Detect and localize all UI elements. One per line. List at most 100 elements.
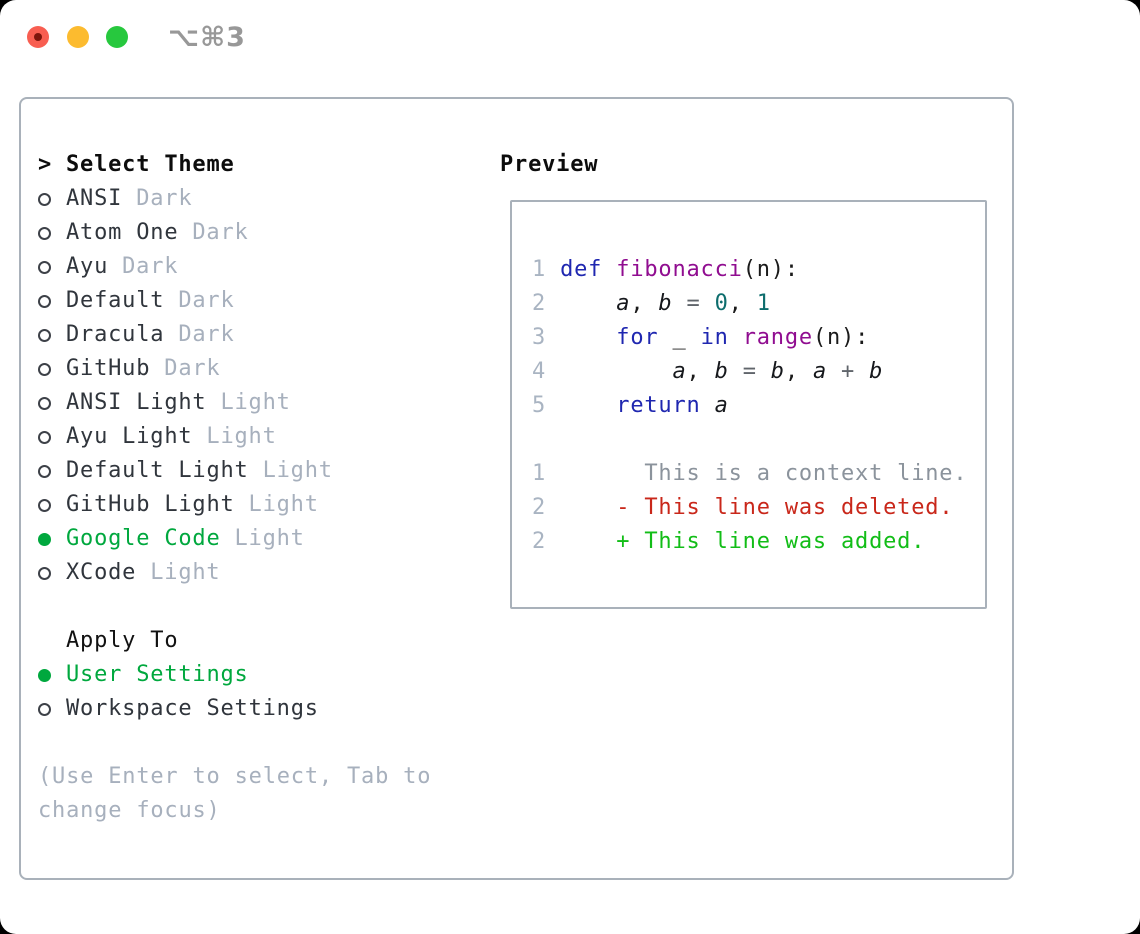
theme-option[interactable]: GitHub Light Light bbox=[38, 488, 333, 522]
radio-icon bbox=[38, 318, 52, 352]
code-line: 2 + This line was added. bbox=[532, 525, 967, 559]
apply-to-header: Apply To bbox=[38, 624, 319, 658]
code-token bbox=[701, 393, 715, 418]
code-token bbox=[560, 529, 616, 554]
code-line: 2 - This line was deleted. bbox=[532, 491, 967, 525]
code-token bbox=[729, 325, 743, 350]
window-title: ⌥⌘3 bbox=[168, 22, 246, 53]
radio-icon bbox=[38, 284, 52, 318]
theme-name: Default Light bbox=[66, 458, 249, 483]
radio-icon bbox=[38, 658, 52, 692]
theme-variant-tag: Dark bbox=[178, 322, 235, 347]
code-line: 4 a, b = b, a + b bbox=[532, 355, 967, 389]
code-token bbox=[560, 359, 672, 384]
select-theme-header: >Select Theme bbox=[38, 148, 333, 182]
theme-option[interactable]: Atom One Dark bbox=[38, 216, 333, 250]
code-line: 1 This is a context line. bbox=[532, 457, 967, 491]
radio-icon bbox=[38, 216, 52, 250]
code-line: 1 def fibonacci(n): bbox=[532, 253, 967, 287]
theme-option[interactable]: GitHub Dark bbox=[38, 352, 333, 386]
theme-variant-tag: Dark bbox=[136, 186, 193, 211]
code-token: , bbox=[686, 359, 715, 384]
code-line: 5 return a bbox=[532, 389, 967, 423]
code-token: b bbox=[714, 359, 729, 384]
code-token bbox=[560, 291, 616, 316]
code-line: 3 for _ in range(n): bbox=[532, 321, 967, 355]
code-token bbox=[560, 495, 616, 520]
code-token: 0 bbox=[714, 291, 729, 316]
code-token: = bbox=[728, 359, 771, 384]
code-token bbox=[602, 257, 616, 282]
code-token: _ bbox=[658, 325, 701, 350]
code-token: b bbox=[658, 291, 673, 316]
line-number: 1 bbox=[532, 257, 547, 282]
line-number: 2 bbox=[532, 291, 547, 316]
theme-variant-tag: Dark bbox=[192, 220, 249, 245]
code-token: b bbox=[869, 359, 884, 384]
theme-name: ANSI bbox=[66, 186, 123, 211]
code-token: in bbox=[700, 325, 729, 350]
code-token: + bbox=[826, 359, 870, 384]
option-label: User Settings bbox=[66, 662, 249, 687]
theme-variant-tag: Light bbox=[206, 424, 277, 449]
code-token: , bbox=[784, 359, 813, 384]
radio-icon bbox=[38, 692, 52, 726]
theme-name: GitHub bbox=[66, 356, 151, 381]
radio-icon bbox=[38, 454, 52, 488]
preview-header: Preview bbox=[500, 152, 599, 177]
hint-text: (Use Enter to select, Tab to change focu… bbox=[38, 764, 432, 823]
theme-name: GitHub Light bbox=[66, 492, 235, 517]
theme-variant-tag: Dark bbox=[164, 356, 221, 381]
radio-icon bbox=[38, 522, 52, 556]
theme-option[interactable]: Google Code Light bbox=[38, 522, 333, 556]
line-number: 4 bbox=[532, 359, 547, 384]
line-number: 1 bbox=[532, 461, 547, 486]
code-token: - This line was deleted. bbox=[616, 495, 954, 520]
apply-option[interactable]: User Settings bbox=[38, 658, 319, 692]
focus-caret-icon: > bbox=[38, 152, 53, 177]
code-token: a bbox=[672, 359, 687, 384]
radio-icon bbox=[38, 386, 52, 420]
radio-icon bbox=[38, 250, 52, 284]
theme-variant-tag: Dark bbox=[122, 254, 179, 279]
code-line: 2 a, b = 0, 1 bbox=[532, 287, 967, 321]
code-token: , bbox=[630, 291, 659, 316]
theme-variant-tag: Light bbox=[234, 526, 305, 551]
theme-option[interactable]: Ayu Dark bbox=[38, 250, 333, 284]
theme-variant-tag: Light bbox=[248, 492, 319, 517]
theme-name: Ayu bbox=[66, 254, 109, 279]
code-token: 1 bbox=[756, 291, 771, 316]
radio-icon bbox=[38, 556, 52, 590]
code-token: a bbox=[616, 291, 631, 316]
theme-variant-tag: Light bbox=[150, 560, 221, 585]
code-token bbox=[560, 325, 616, 350]
theme-option[interactable]: ANSI Dark bbox=[38, 182, 333, 216]
close-button-icon[interactable] bbox=[27, 26, 49, 48]
code-token: , bbox=[728, 291, 757, 316]
line-number: 3 bbox=[532, 325, 547, 350]
theme-variant-tag: Light bbox=[220, 390, 291, 415]
titlebar: ⌥⌘3 bbox=[0, 0, 1140, 75]
theme-variant-tag: Dark bbox=[178, 288, 235, 313]
code-token: fibonacci bbox=[616, 257, 743, 282]
minimize-button-icon[interactable] bbox=[67, 26, 89, 48]
theme-name: Google Code bbox=[66, 526, 221, 551]
option-label: Workspace Settings bbox=[66, 696, 319, 721]
line-number: 2 bbox=[532, 495, 547, 520]
zoom-button-icon[interactable] bbox=[106, 26, 128, 48]
apply-to-header-label: Apply To bbox=[66, 628, 179, 653]
apply-option[interactable]: Workspace Settings bbox=[38, 692, 319, 726]
code-token: (n): bbox=[742, 257, 799, 282]
theme-name: Atom One bbox=[66, 220, 179, 245]
